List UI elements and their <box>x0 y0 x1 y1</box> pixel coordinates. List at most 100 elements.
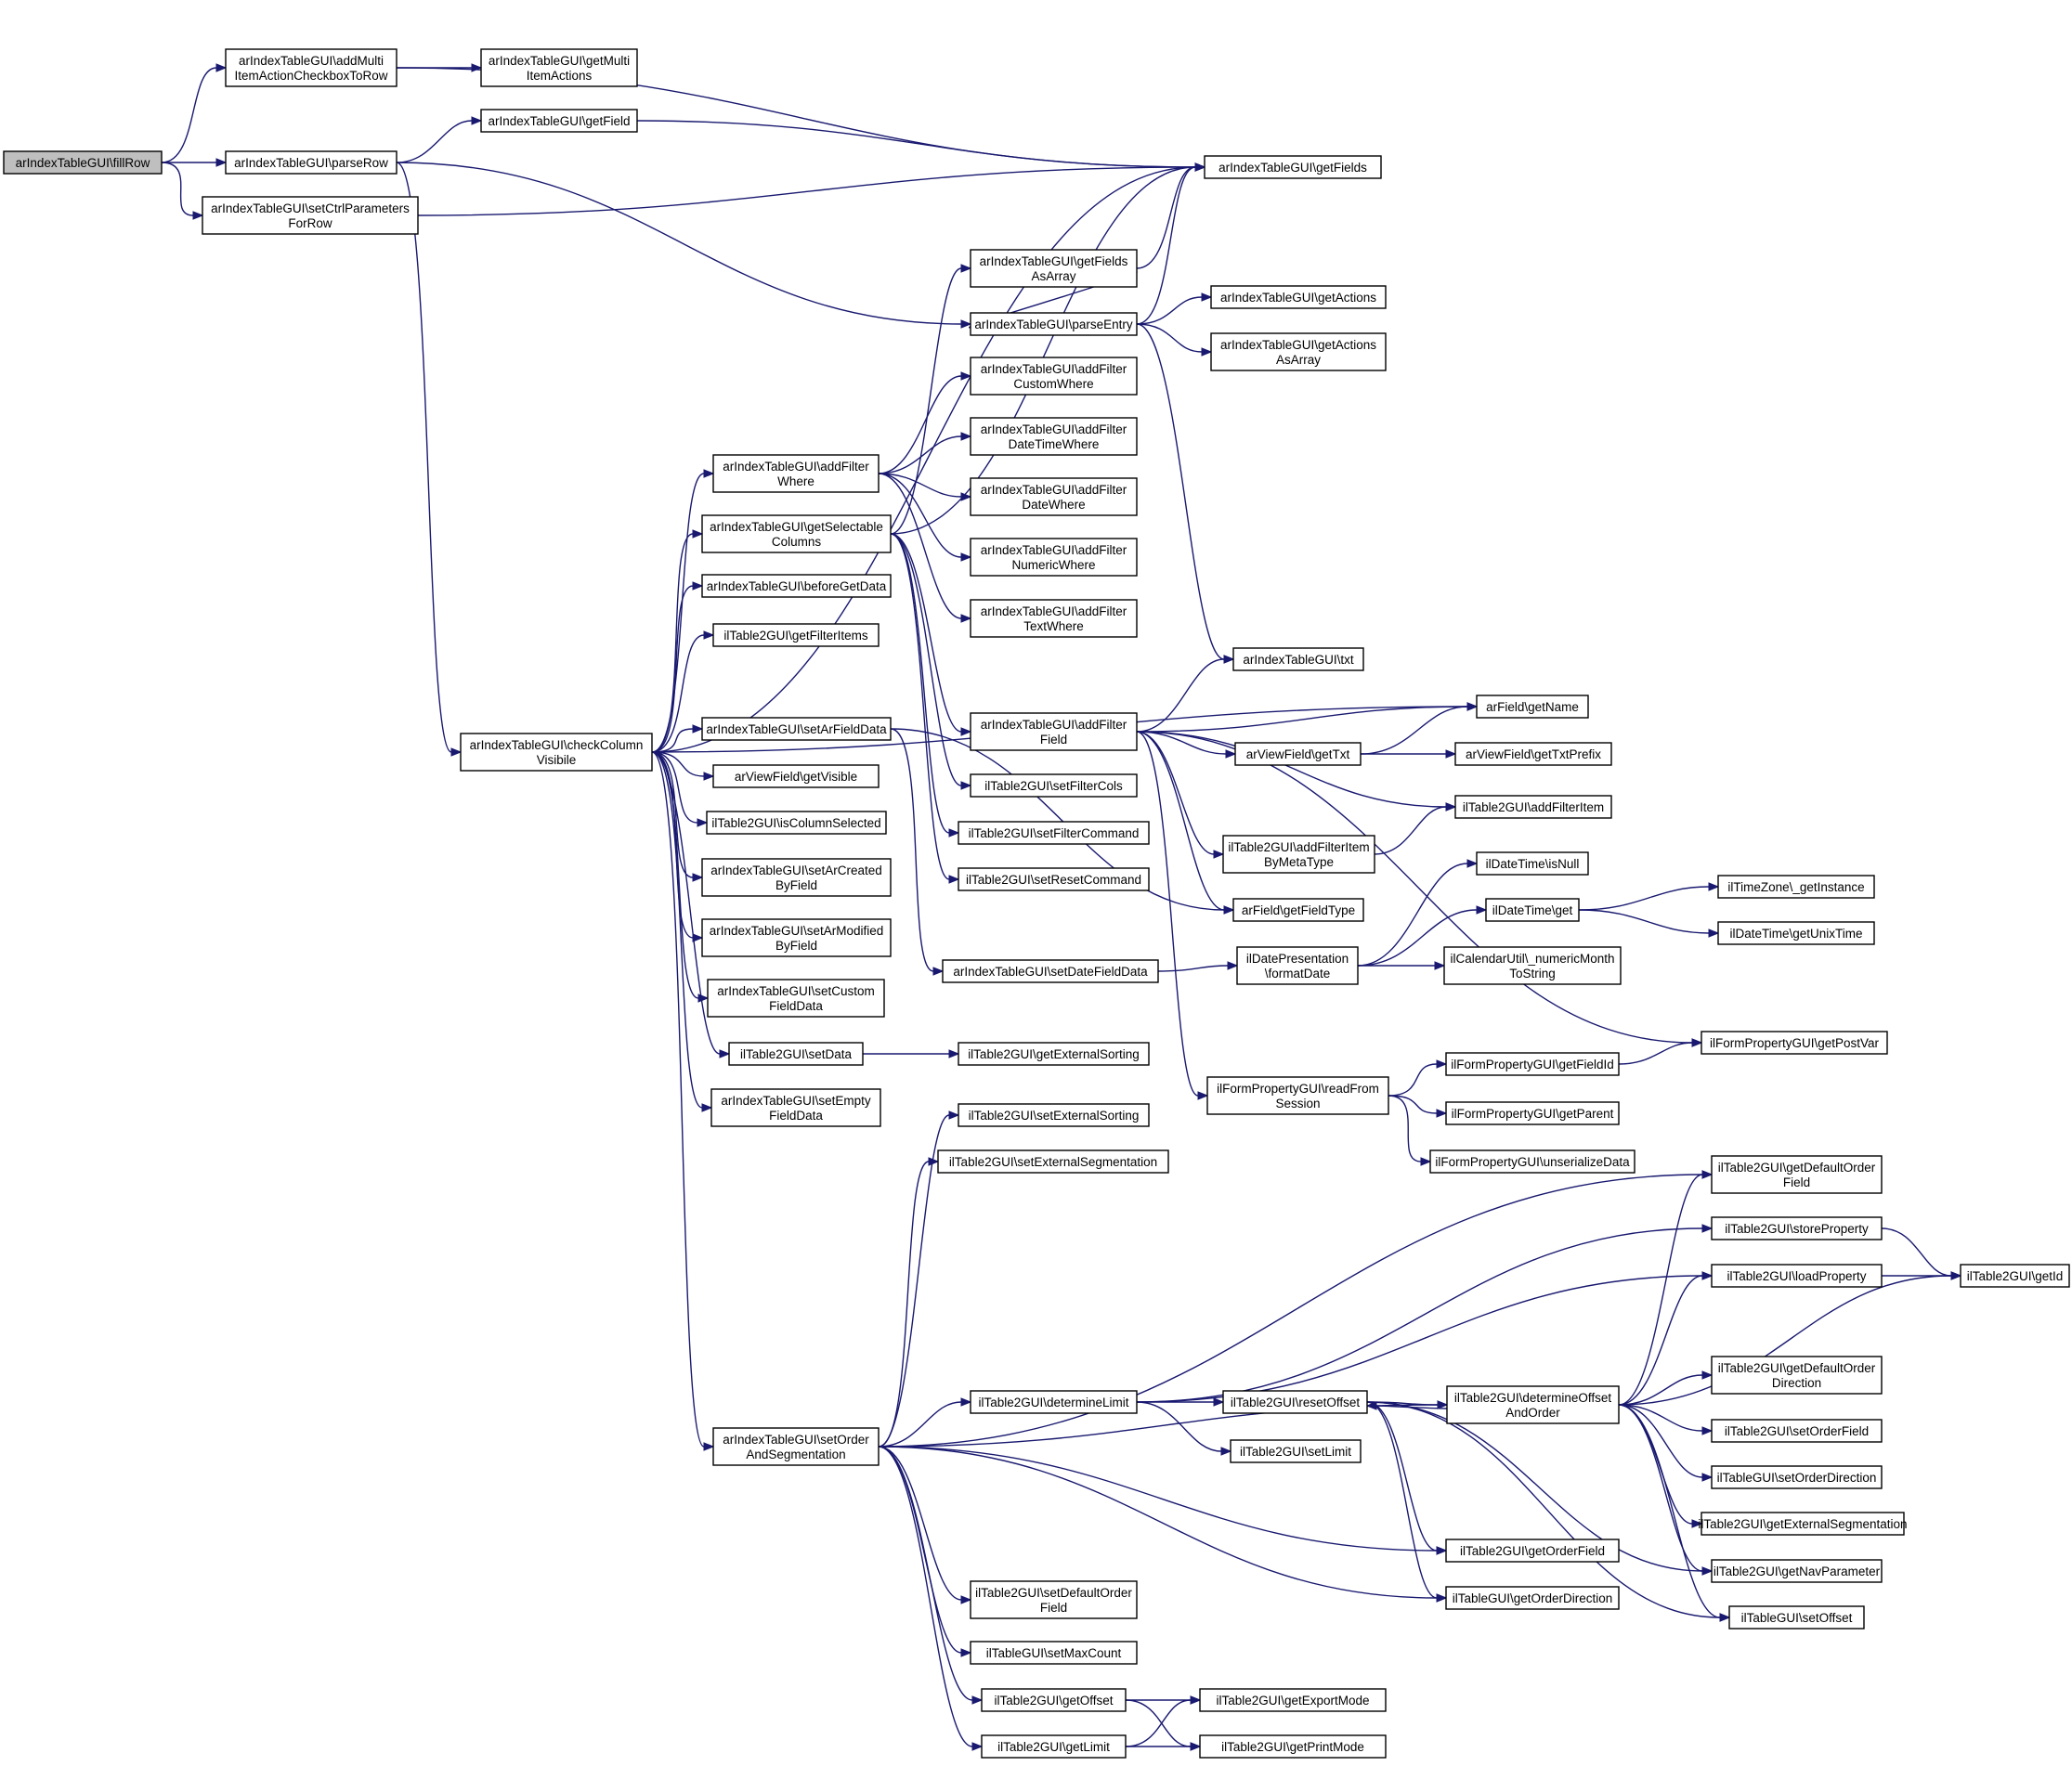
node-is-column-selected[interactable]: ilTable2GUI\isColumnSelected <box>706 811 887 835</box>
node-set-ar-field-data[interactable]: arIndexTableGUI\setArFieldData <box>701 717 892 741</box>
node-parse-row[interactable]: arIndexTableGUI\parseRow <box>225 150 397 175</box>
node-get-external-sorting[interactable]: ilTable2GUI\getExternalSorting <box>958 1042 1150 1066</box>
node-load-property[interactable]: ilTable2GUI\loadProperty <box>1711 1264 1883 1288</box>
node-get-instance[interactable]: ilTimeZone\_getInstance <box>1717 875 1875 899</box>
node-label: ilTable2GUI\setLimit <box>1240 1445 1351 1459</box>
node-label: TextWhere <box>1023 619 1084 633</box>
node-before-get-data[interactable]: arIndexTableGUI\beforeGetData <box>701 574 892 598</box>
node-set-max-count[interactable]: ilTableGUI\setMaxCount <box>970 1641 1138 1665</box>
edge-get-txt-to-get-name <box>1360 702 1479 755</box>
node-add-multi[interactable]: arIndexTableGUI\addMultiItemActionCheckb… <box>225 48 397 87</box>
edge-check-column-to-is-column-selected <box>651 751 709 827</box>
node-set-external-segmentation[interactable]: ilTable2GUI\setExternalSegmentation <box>937 1149 1169 1174</box>
node-set-reset-command[interactable]: ilTable2GUI\setResetCommand <box>958 867 1150 891</box>
node-get-txt-prefix[interactable]: arViewField\getTxtPrefix <box>1454 742 1612 766</box>
node-box <box>1230 1439 1362 1463</box>
node-get-limit[interactable]: ilTable2GUI\getLimit <box>981 1734 1127 1759</box>
node-set-order-field[interactable]: ilTable2GUI\setOrderField <box>1711 1419 1883 1443</box>
node-parse-entry[interactable]: arIndexTableGUI\parseEntry <box>970 312 1138 336</box>
node-label: ilDatePresentation <box>1246 952 1349 966</box>
node-get-offset[interactable]: ilTable2GUI\getOffset <box>981 1688 1127 1712</box>
edge-check-column-to-set-ar-field-data <box>651 724 704 753</box>
node-box <box>1711 1559 1883 1583</box>
node-txt[interactable]: arIndexTableGUI\txt <box>1232 647 1364 671</box>
node-get-field-id[interactable]: ilFormPropertyGUI\getFieldId <box>1445 1052 1620 1076</box>
node-set-date-field-data[interactable]: arIndexTableGUI\setDateFieldData <box>942 959 1159 983</box>
node-label: ilTable2GUI\getExternalSorting <box>968 1047 1140 1061</box>
node-get-filter-items[interactable]: ilTable2GUI\getFilterItems <box>712 623 880 647</box>
node-box <box>958 821 1150 845</box>
node-get-id[interactable]: ilTable2GUI\getId <box>1960 1264 2070 1288</box>
node-format-date[interactable]: ilDatePresentation\formatDate <box>1236 946 1359 985</box>
node-set-offset[interactable]: ilTableGUI\setOffset <box>1728 1605 1865 1630</box>
node-get-order-field[interactable]: ilTable2GUI\getOrderField <box>1445 1539 1620 1563</box>
node-set-order-direction[interactable]: ilTableGUI\setOrderDirection <box>1711 1465 1883 1489</box>
node-set-limit[interactable]: ilTable2GUI\setLimit <box>1230 1439 1362 1463</box>
node-box <box>1476 695 1589 719</box>
node-label: arIndexTableGUI\addFilter <box>981 422 1127 436</box>
node-label: arViewField\getTxtPrefix <box>1466 747 1601 761</box>
node-get-field[interactable]: arIndexTableGUI\getField <box>480 109 638 133</box>
node-fill-row[interactable]: arIndexTableGUI\fillRow <box>3 150 163 175</box>
node-get-txt[interactable]: arViewField\getTxt <box>1234 742 1362 766</box>
node-box <box>1445 1052 1620 1076</box>
edge-determine-limit-to-set-limit <box>1136 1401 1232 1456</box>
node-get-order-direction[interactable]: ilTableGUI\getOrderDirection <box>1445 1586 1620 1610</box>
edge-add-multi-to-get-multi <box>397 63 483 72</box>
node-get-export-mode[interactable]: ilTable2GUI\getExportMode <box>1199 1688 1387 1712</box>
node-get-external-segmentation[interactable]: ilTable2GUI\getExternalSegmentation <box>1698 1512 1908 1536</box>
node-store-property[interactable]: ilTable2GUI\storeProperty <box>1711 1216 1883 1240</box>
node-get-post-var[interactable]: ilFormPropertyGUI\getPostVar <box>1701 1031 1888 1055</box>
edge-fill-row-to-set-ctrl <box>161 162 204 220</box>
node-get-fields[interactable]: arIndexTableGUI\getFields <box>1204 155 1382 179</box>
node-get-actions[interactable]: arIndexTableGUI\getActions <box>1210 285 1387 309</box>
node-get-visible[interactable]: arViewField\getVisible <box>712 764 880 788</box>
edge-add-filter-item-by-meta-to-add-filter-item <box>1374 802 1457 855</box>
node-set-filter-cols[interactable]: ilTable2GUI\setFilterCols <box>970 773 1138 798</box>
node-determine-limit[interactable]: ilTable2GUI\determineLimit <box>970 1390 1138 1414</box>
edge-add-filter-where-to-add-filter-date <box>878 473 972 501</box>
node-is-null[interactable]: ilDateTime\isNull <box>1476 851 1589 876</box>
node-get-unix-time[interactable]: ilDateTime\getUnixTime <box>1717 921 1875 945</box>
node-set-external-sorting[interactable]: ilTable2GUI\setExternalSorting <box>958 1103 1150 1127</box>
node-box <box>1711 1155 1883 1194</box>
node-get-nav-parameter[interactable]: ilTable2GUI\getNavParameter <box>1711 1559 1883 1583</box>
node-label: ilTable2GUI\setExternalSegmentation <box>949 1155 1157 1169</box>
node-get-parent[interactable]: ilFormPropertyGUI\getParent <box>1445 1101 1620 1125</box>
node-get-print-mode[interactable]: ilTable2GUI\getPrintMode <box>1199 1734 1387 1759</box>
node-get-field-type[interactable]: arField\getFieldType <box>1232 898 1364 922</box>
node-dt-get[interactable]: ilDateTime\get <box>1485 898 1580 922</box>
node-set-filter-command[interactable]: ilTable2GUI\setFilterCommand <box>958 821 1150 845</box>
node-set-data[interactable]: ilTable2GUI\setData <box>728 1042 864 1066</box>
edge-get-selectable-to-get-fields <box>890 162 1206 535</box>
node-unserialize-data[interactable]: ilFormPropertyGUI\unserializeData <box>1429 1149 1635 1174</box>
node-reset-offset[interactable]: ilTable2GUI\resetOffset <box>1222 1390 1368 1414</box>
node-get-name[interactable]: arField\getName <box>1476 695 1589 719</box>
node-add-filter-item[interactable]: ilTable2GUI\addFilterItem <box>1454 795 1612 819</box>
